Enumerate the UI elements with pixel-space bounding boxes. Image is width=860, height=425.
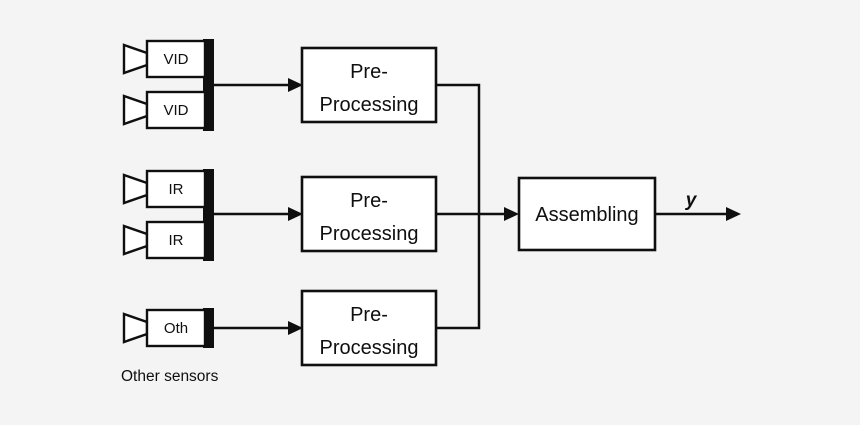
vid-arrowhead-icon xyxy=(288,78,303,92)
vid-camera-1-label: VID xyxy=(163,51,188,68)
vid-camera-1-lens-icon xyxy=(122,43,149,75)
other-sensor-body-icon xyxy=(145,308,207,348)
vid-camera-2-label: VID xyxy=(163,102,188,119)
preprocessing-1-label-line2: Processing xyxy=(320,94,419,116)
assembling-arrowhead-icon xyxy=(504,207,519,221)
ir-camera-1-body-icon xyxy=(145,169,207,209)
ir-camera-2-body-icon xyxy=(145,220,207,260)
preprocessing-2-label-line2: Processing xyxy=(320,223,419,245)
output-arrowhead-icon xyxy=(726,207,741,221)
assembling-box xyxy=(517,176,657,252)
other-sensor-bar xyxy=(203,308,214,348)
preprocessing-merge-bus xyxy=(436,83,481,330)
video-camera-group: VID VID xyxy=(122,39,303,131)
vid-camera-2-lens-icon xyxy=(122,94,149,126)
ir-camera-2-label: IR xyxy=(169,232,184,249)
other-arrowhead-icon xyxy=(288,321,303,335)
preprocessing-3-label-line1: Pre- xyxy=(350,304,388,326)
vid-camera-bar xyxy=(203,39,214,131)
output-arrow-group: y xyxy=(655,190,741,221)
preprocessing-block-1: Pre- Processing xyxy=(300,46,438,124)
assembling-label: Assembling xyxy=(535,204,638,226)
preprocessing-block-2: Pre- Processing xyxy=(300,175,438,253)
ir-camera-bar xyxy=(203,169,214,261)
preprocessing-2-label-line1: Pre- xyxy=(350,190,388,212)
vid-camera-2-body-icon xyxy=(145,90,207,130)
preprocessing-block-3: Pre- Processing xyxy=(300,289,438,367)
preprocessing-1-box xyxy=(300,46,438,124)
ir-camera-1-label: IR xyxy=(169,181,184,198)
other-sensor-label: Oth xyxy=(164,320,188,337)
ir-camera-1-lens-icon xyxy=(122,173,149,205)
preprocessing-1-label-line1: Pre- xyxy=(350,61,388,83)
ir-camera-2-lens-icon xyxy=(122,224,149,256)
other-sensor-group: Oth Other sensors xyxy=(121,308,303,385)
other-sensors-caption: Other sensors xyxy=(121,368,219,385)
ir-arrowhead-icon xyxy=(288,207,303,221)
output-label: y xyxy=(685,190,698,211)
infrared-camera-group: IR IR xyxy=(122,169,303,261)
other-sensor-lens-icon xyxy=(122,312,149,344)
vid-camera-1-body-icon xyxy=(145,39,207,79)
preprocessing-3-label-line2: Processing xyxy=(320,337,419,359)
assembling-block: Assembling xyxy=(517,176,657,252)
